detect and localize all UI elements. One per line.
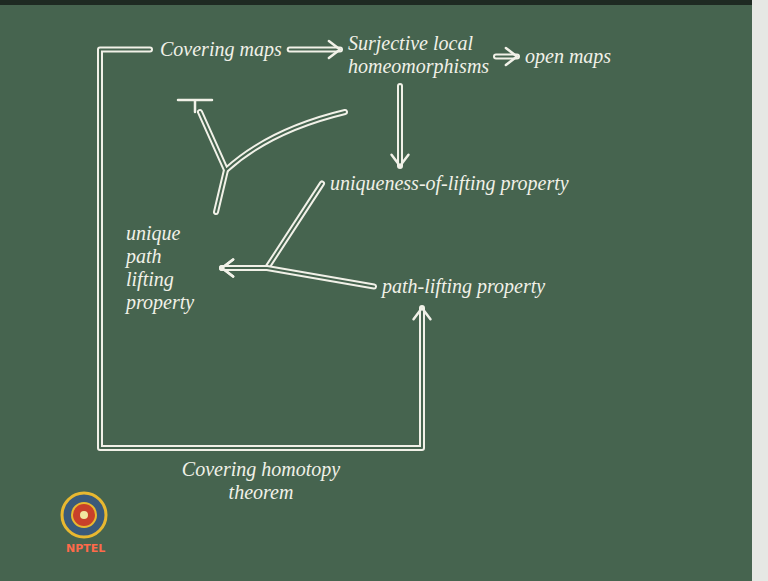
statement-text: Covering maps	[160, 38, 282, 61]
merge-arrow	[216, 170, 226, 212]
double-line-gap	[222, 184, 322, 269]
arrow-head	[414, 308, 431, 319]
chalk-statement: open maps	[525, 45, 611, 68]
double-line-gap	[100, 50, 422, 449]
implication-arrow	[100, 50, 430, 449]
implication-arrow	[496, 48, 517, 65]
implication-arrow	[290, 41, 340, 58]
double-line	[290, 47, 340, 53]
double-line-gap	[290, 49, 340, 51]
double-line	[222, 184, 322, 269]
chalk-statement: unique path lifting property	[126, 222, 212, 314]
statement-text: uniqueness-of-lifting property	[330, 172, 569, 195]
double-line-gap	[496, 56, 517, 58]
merge-arrow	[200, 112, 345, 170]
statement-text: open maps	[525, 45, 611, 68]
arrow-head	[506, 48, 517, 65]
implication-arrow	[222, 184, 322, 277]
double-line	[222, 268, 374, 287]
board-edge	[752, 0, 768, 581]
statement-text: unique path lifting property	[126, 222, 212, 314]
arrow-head	[178, 100, 212, 112]
chalk-statement: Surjective local homeomorphisms	[348, 32, 488, 78]
theorem-label: Covering homotopy theorem	[171, 458, 351, 504]
double-line	[397, 86, 403, 166]
logo-label: NPTEL	[66, 542, 105, 555]
statement-text: Surjective local homeomorphisms	[348, 32, 488, 78]
nptel-logo	[62, 493, 106, 537]
chalk-statement: Covering maps	[160, 38, 282, 61]
chalk-statement: uniqueness-of-lifting property	[330, 172, 569, 195]
implication-arrow	[222, 260, 374, 287]
arrow-head	[392, 155, 409, 166]
chalk-statement: path-lifting property	[382, 275, 545, 298]
arrow-head	[329, 41, 340, 58]
board-frame	[0, 0, 768, 5]
merge-arrow	[216, 170, 226, 212]
implication-arrow	[392, 86, 409, 166]
merge-arrow	[200, 112, 345, 170]
double-line	[100, 50, 422, 449]
double-line-gap	[399, 86, 401, 166]
statement-text: path-lifting property	[382, 275, 545, 298]
double-line-gap	[222, 268, 374, 287]
arrow-head	[222, 260, 233, 277]
